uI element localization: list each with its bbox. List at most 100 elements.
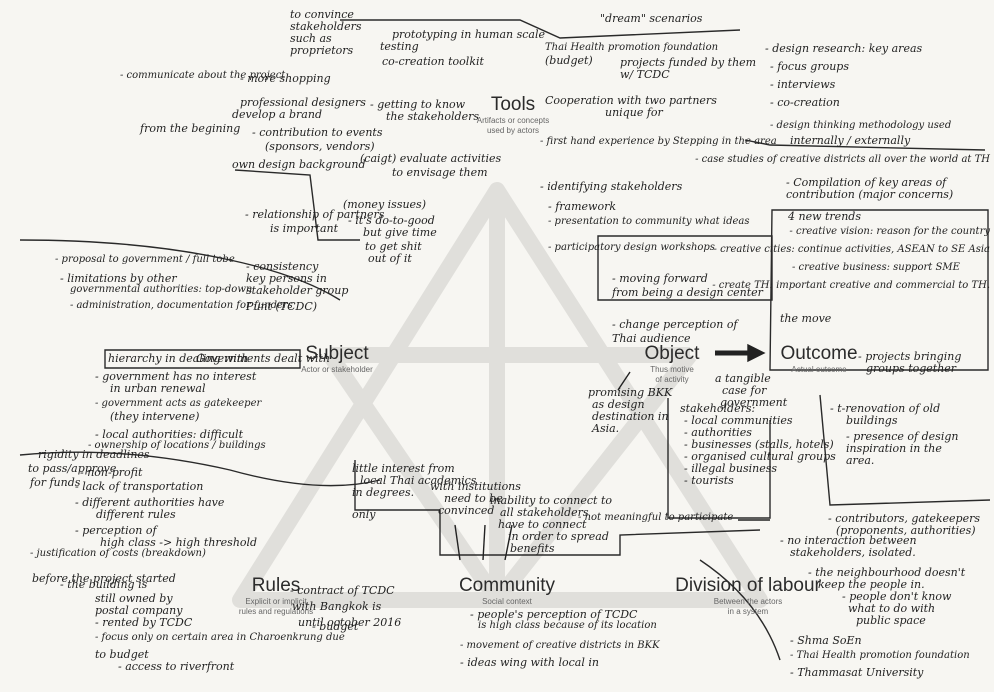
handwritten-note-community: convinced	[438, 504, 495, 517]
handwritten-note-outcome: case for	[722, 384, 767, 397]
handwritten-note-subject: - administration, documentation for fund…	[70, 300, 293, 311]
outcome-subtitle: Actual outcome	[791, 365, 847, 374]
node-outcome: Outcome Actual outcome	[774, 343, 864, 375]
handwritten-note-subject: Punt (TCDC)	[246, 300, 318, 313]
handwritten-note-rules: until october 2016	[298, 616, 402, 629]
handwritten-note-right: - design research: key areas	[765, 42, 923, 55]
handwritten-note-community: in degrees.	[352, 486, 415, 499]
handwritten-note-tools: proprietors	[290, 44, 354, 57]
handwritten-note-outcome: - t-renovation of old	[830, 402, 941, 415]
handwritten-note-outcome: - projects bringing	[858, 350, 962, 363]
handwritten-note-right: - creative business: support SME	[792, 262, 960, 273]
handwritten-note-tools: - getting to know	[370, 98, 466, 111]
community-arrow-3	[504, 524, 513, 561]
background-triangle	[232, 182, 768, 608]
handwritten-note-tools: (sponsors, vendors)	[265, 140, 375, 153]
handwritten-note-subject: - limitations by other	[60, 272, 177, 285]
handwritten-note-outcome: - presence of design	[846, 430, 959, 443]
subject-subtitle: Actor or stakeholder	[301, 365, 373, 374]
handwritten-note-rules: - the building is	[60, 578, 148, 591]
handwritten-note-rules: - justification of costs (breakdown)	[30, 548, 206, 559]
handwritten-note-right: - Compilation of key areas of	[786, 176, 947, 189]
handwritten-note-right: - case studies of creative districts all…	[695, 154, 990, 165]
object-title: Object	[644, 343, 700, 364]
handwritten-note-subject: Governments dealt with	[196, 352, 331, 365]
handwritten-note-community: - not meaningful to participate	[578, 512, 734, 523]
node-object: Object Thus motive of activity	[632, 343, 712, 385]
object-down-arrow	[617, 371, 631, 391]
handwritten-note-outcome: inspiration in the	[846, 442, 942, 455]
handwritten-note-outcome: area.	[846, 454, 875, 467]
region-lines	[19, 19, 991, 661]
handwritten-note-community: benefits	[510, 542, 555, 555]
right-inner-line	[490, 350, 697, 605]
handwritten-note-division: public space	[856, 614, 926, 627]
outcome-lower-line	[819, 394, 991, 506]
handwritten-note-right: - focus groups	[770, 60, 849, 73]
handwritten-note-outcome: buildings	[846, 414, 898, 427]
handwritten-note-rules: - lack of transportation	[75, 480, 204, 493]
handwritten-note-rules: different rules	[96, 508, 176, 521]
handwritten-note-division: keep the people in.	[818, 578, 925, 591]
handwritten-note-subject: key persons in	[246, 272, 327, 285]
handwritten-note-right: - creative cities: continue activities, …	[713, 244, 990, 255]
handwritten-note-tools: from the begining	[140, 122, 241, 135]
community-arrow-1	[454, 524, 461, 561]
handwritten-note-division: - Thammasat University	[790, 666, 924, 679]
outcome-title: Outcome	[780, 343, 858, 364]
handwritten-note-rules: postal company	[95, 604, 183, 617]
handwritten-note-tools: is important	[270, 222, 339, 235]
handwritten-note-division: stakeholders:	[680, 402, 756, 415]
handwritten-note-right: - moving forward	[612, 272, 708, 285]
handwritten-note-rules: still owned by	[95, 592, 173, 605]
handwritten-note-rules: to pass/approve	[28, 462, 117, 475]
handwritten-note-tools: to convince	[290, 8, 354, 21]
object-subtitle-1: Thus motive	[650, 365, 694, 374]
rules-subtitle-2: rules and regulations	[238, 607, 314, 616]
handwritten-note-tools: Thai Health promotion foundation	[545, 42, 719, 53]
handwritten-note-subject: in urban renewal	[110, 382, 206, 395]
subject-box	[104, 349, 301, 369]
arrows	[454, 343, 770, 561]
handwritten-note-tools: w/ TCDC	[620, 68, 670, 81]
community-path	[354, 460, 761, 556]
handwritten-note-community: promising BKK	[588, 386, 673, 399]
division-subtitle-2: in a system	[727, 607, 769, 616]
handwritten-note-tools: - identifying stakeholders	[540, 180, 683, 193]
tools-title: Tools	[490, 94, 536, 115]
handwritten-note-community: Asia.	[592, 422, 620, 435]
handwritten-note-right: 4 new trends	[788, 210, 861, 223]
handwritten-note-tools: unique for	[605, 106, 663, 119]
handwritten-note-community: - people's perception of TCDC	[470, 608, 638, 621]
handwritten-note-right: - change perception of	[612, 318, 738, 331]
handwritten-note-right: the move	[780, 312, 832, 325]
handwritten-note-rules: - perception of	[75, 524, 157, 537]
node-rules: Rules Explicit or implicit rules and reg…	[226, 575, 326, 617]
handwritten-note-right: - design thinking methodology used	[770, 120, 952, 131]
trend-box	[597, 235, 773, 301]
handwritten-note-rules: - non-profit	[80, 466, 143, 479]
handwritten-note-tools: - more shopping	[240, 72, 331, 85]
handwritten-note-rules: - focus only on certain area in Charoenk…	[95, 632, 345, 643]
handwritten-note-tools: develop a brand	[232, 108, 322, 121]
division-title: Division of labour	[675, 575, 821, 596]
handwritten-note-tools: to get shit	[365, 240, 422, 253]
division-line	[667, 398, 771, 519]
handwritten-note-division: - tourists	[684, 474, 734, 487]
handwritten-note-tools: professional designers	[240, 96, 366, 109]
handwritten-note-rules: rigidity in deadlines	[38, 448, 150, 461]
handwritten-note-tools: - participatory design workshops	[548, 242, 715, 253]
node-division-of-labour: Division of labour Between the actors in…	[668, 575, 828, 617]
handwritten-note-division: - the neighbourhood doesn't	[808, 566, 966, 579]
handwritten-note-community: all stakeholders	[500, 506, 589, 519]
handwritten-note-tools: co-creation toolkit	[382, 55, 484, 68]
handwritten-note-subject: stakeholder group	[246, 284, 349, 297]
subject-title: Subject	[305, 343, 369, 364]
handwritten-note-tools: such as	[290, 32, 332, 45]
handwritten-note-tools: out of it	[368, 252, 412, 265]
handwritten-note-right: Thai audience	[612, 332, 691, 345]
left-inner-line	[323, 350, 504, 605]
handwritten-note-tools: - framework	[548, 200, 617, 213]
handwritten-note-subject: - consistency	[246, 260, 319, 273]
